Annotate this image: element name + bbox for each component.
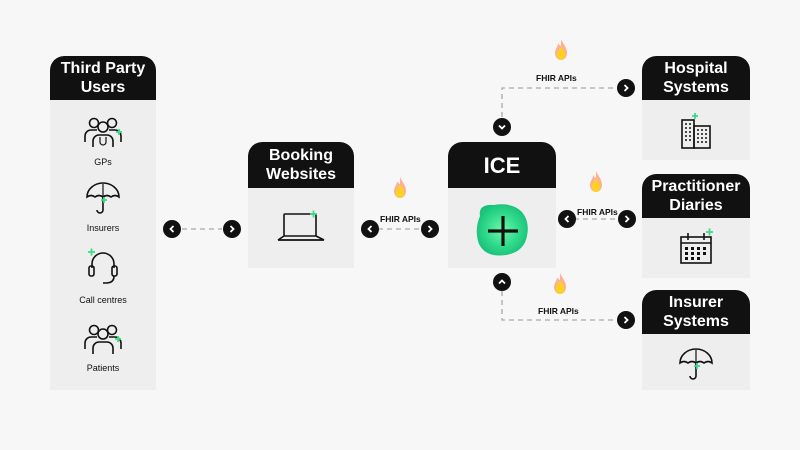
practitioner-diaries-title: Practitioner Diaries bbox=[642, 174, 750, 218]
api-label-ice-insurer: FHIR APIs bbox=[538, 306, 579, 316]
headset-icon bbox=[88, 248, 118, 284]
third-party-item-label: Patients bbox=[86, 363, 120, 373]
third-party-item-gps: GPs bbox=[50, 114, 156, 167]
insurer-systems-card: Insurer Systems bbox=[642, 290, 750, 390]
chevron-right-icon[interactable] bbox=[617, 79, 635, 97]
flame-icon bbox=[554, 273, 566, 294]
api-label-booking-ice: FHIR APIs bbox=[380, 214, 421, 224]
chevron-up-icon[interactable] bbox=[493, 273, 511, 291]
ice-logo-icon bbox=[476, 204, 528, 256]
calendar-icon bbox=[680, 228, 713, 264]
api-label-ice-practitioner: FHIR APIs bbox=[577, 207, 618, 217]
building-icon bbox=[681, 113, 711, 149]
connector-ice-hospital bbox=[501, 87, 617, 117]
ice-card: ICE bbox=[448, 142, 556, 268]
flame-icon bbox=[555, 39, 567, 60]
hospital-systems-title: Hospital Systems bbox=[642, 56, 750, 100]
people-icon bbox=[84, 324, 122, 354]
chevron-left-icon[interactable] bbox=[361, 220, 379, 238]
umbrella-icon bbox=[86, 182, 120, 214]
api-label-ice-hospital: FHIR APIs bbox=[536, 73, 577, 83]
third-party-users-title: Third Party Users bbox=[50, 56, 156, 100]
connector-ice-insurer bbox=[501, 291, 617, 321]
chevron-right-icon[interactable] bbox=[223, 220, 241, 238]
flame-icon bbox=[394, 177, 406, 198]
chevron-down-icon[interactable] bbox=[493, 118, 511, 136]
insurer-systems-title: Insurer Systems bbox=[642, 290, 750, 334]
flame-icon bbox=[590, 171, 602, 192]
third-party-item-label: Call centres bbox=[79, 295, 127, 305]
laptop-icon bbox=[277, 210, 325, 241]
third-party-users-card: Third Party Users GPs bbox=[50, 56, 156, 390]
chevron-right-icon[interactable] bbox=[618, 210, 636, 228]
practitioner-diaries-card: Practitioner Diaries bbox=[642, 174, 750, 278]
umbrella-icon bbox=[679, 348, 713, 380]
chevron-left-icon[interactable] bbox=[163, 220, 181, 238]
third-party-item-label: Insurers bbox=[86, 223, 120, 233]
third-party-item-insurers: Insurers bbox=[50, 180, 156, 233]
ice-title: ICE bbox=[448, 142, 556, 188]
booking-websites-card: Booking Websites bbox=[248, 142, 354, 268]
third-party-item-label: GPs bbox=[94, 157, 112, 167]
hospital-systems-card: Hospital Systems bbox=[642, 56, 750, 160]
chevron-left-icon[interactable] bbox=[558, 210, 576, 228]
chevron-right-icon[interactable] bbox=[421, 220, 439, 238]
booking-websites-title: Booking Websites bbox=[248, 142, 354, 188]
doctors-icon bbox=[84, 117, 122, 147]
chevron-right-icon[interactable] bbox=[617, 311, 635, 329]
third-party-item-call-centres: Call centres bbox=[50, 246, 156, 305]
third-party-item-patients: Patients bbox=[50, 322, 156, 373]
